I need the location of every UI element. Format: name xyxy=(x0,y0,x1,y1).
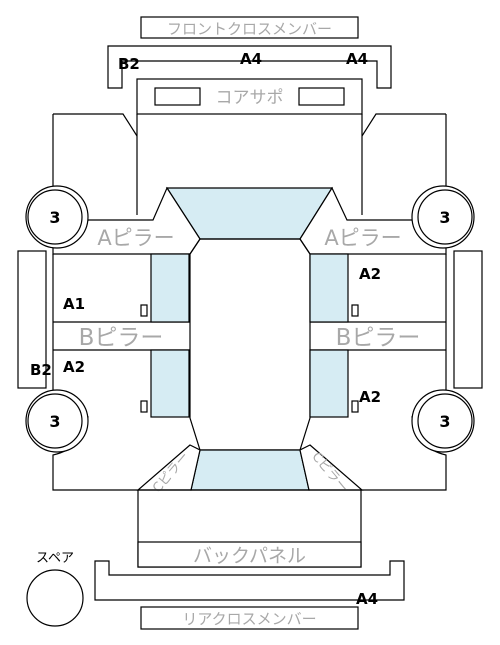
headlight-left xyxy=(154,87,201,106)
grade-rear-member: A4 xyxy=(356,590,378,608)
right-rear-door-handle xyxy=(351,400,359,413)
a-pillar-right-label: Aピラー xyxy=(324,226,401,250)
back-panel-box[interactable] xyxy=(137,541,362,568)
left-rear-door-handle xyxy=(140,400,148,413)
rocker-right[interactable] xyxy=(453,250,483,389)
front-cross-member-box[interactable] xyxy=(140,16,359,39)
left-rear-window[interactable] xyxy=(150,349,190,418)
wheel-front-left[interactable]: 3 xyxy=(25,185,89,249)
grade-front-member-right: A4 xyxy=(346,50,368,68)
wheel-front-right-grade: 3 xyxy=(439,208,450,227)
fender-right[interactable] xyxy=(361,113,447,188)
rocker-left[interactable] xyxy=(17,250,47,389)
right-front-window[interactable] xyxy=(309,253,349,323)
rear-cross-member-label: リアクロスメンバー xyxy=(182,610,316,628)
wheel-rear-right-grade: 3 xyxy=(439,412,450,431)
b-pillar-right-label: Bピラー xyxy=(336,325,421,351)
front-cross-member-label: フロントクロスメンバー xyxy=(167,20,332,38)
rear-cross-member-box[interactable] xyxy=(140,606,359,630)
spare-label: スペア xyxy=(36,551,74,566)
hood-sides xyxy=(136,114,363,215)
core-support-label: コアサポ xyxy=(216,88,284,108)
wheel-front-right[interactable]: 3 xyxy=(411,185,475,249)
headlight-right xyxy=(298,87,345,106)
grade-right-front-door: A2 xyxy=(359,265,381,283)
tire-icon xyxy=(27,393,83,449)
spare-tire[interactable] xyxy=(26,569,84,627)
tire-icon xyxy=(27,189,83,245)
fender-left[interactable] xyxy=(52,113,138,188)
roof[interactable] xyxy=(189,238,311,451)
rear-window[interactable] xyxy=(190,449,310,491)
left-front-window[interactable] xyxy=(150,253,190,323)
wheel-rear-left[interactable]: 3 xyxy=(25,389,89,453)
tire-icon xyxy=(417,189,473,245)
grade-front-member-center: A4 xyxy=(240,50,262,68)
rear-bumper-outline[interactable] xyxy=(94,560,405,601)
b-pillar-left-label: Bピラー xyxy=(79,325,164,351)
back-panel-label: バックパネル xyxy=(193,545,306,567)
grade-front-member-left: B2 xyxy=(118,55,140,73)
wheel-front-left-grade: 3 xyxy=(49,208,60,227)
tire-icon xyxy=(417,393,473,449)
left-front-door-handle xyxy=(140,304,148,317)
front-bumper-outline[interactable] xyxy=(107,45,392,89)
a-pillar-left-label: Aピラー xyxy=(97,226,174,250)
grade-left-rocker: B2 xyxy=(30,361,52,379)
grade-left-front-door: A1 xyxy=(63,295,85,313)
wheel-rear-right[interactable]: 3 xyxy=(411,389,475,453)
grade-right-rear-door: A2 xyxy=(359,388,381,406)
right-rear-window[interactable] xyxy=(309,349,349,418)
wheel-rear-left-grade: 3 xyxy=(49,412,60,431)
right-front-door-handle xyxy=(351,304,359,317)
grade-left-rear-door: A2 xyxy=(63,358,85,376)
